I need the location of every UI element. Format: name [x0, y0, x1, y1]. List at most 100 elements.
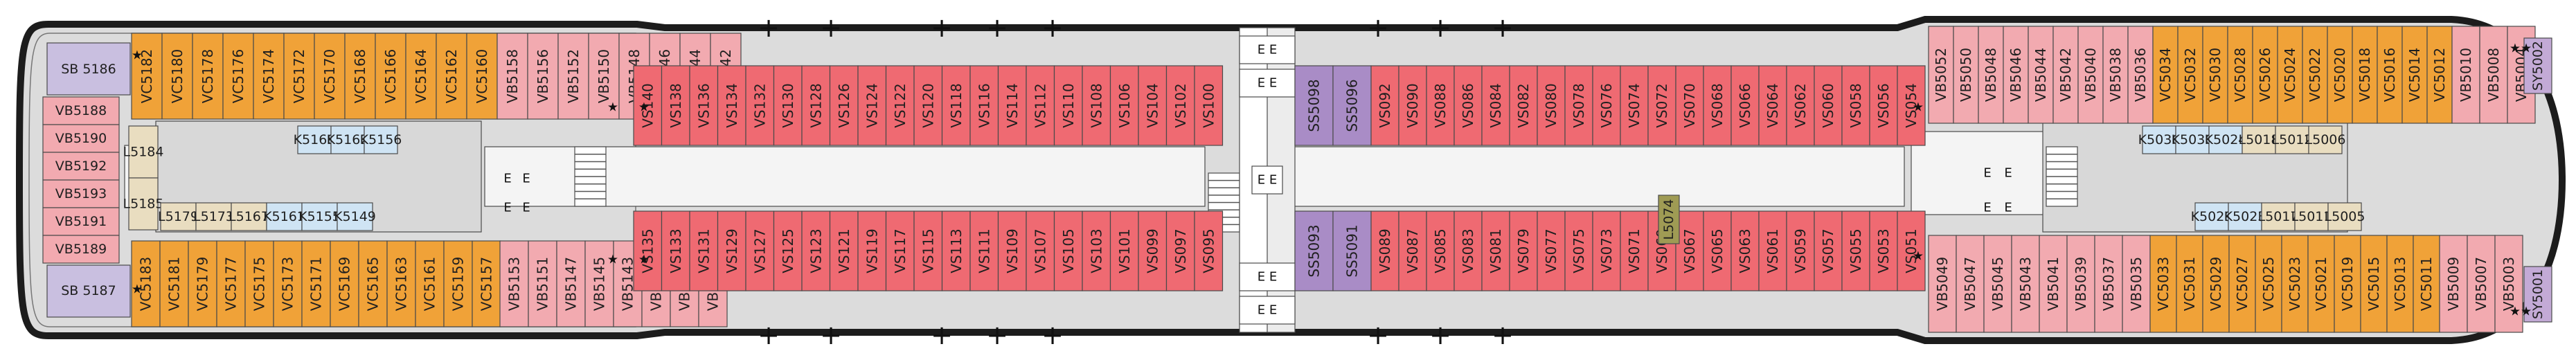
cabin-number: VS076 — [1598, 83, 1615, 128]
cabin-number: VS055 — [1848, 228, 1864, 273]
cabin-vc5011 — [2413, 235, 2440, 333]
cabin-vs068 — [1703, 65, 1732, 146]
cabin-vs114 — [997, 65, 1027, 146]
cabin-number: VS126 — [836, 83, 852, 128]
cabin-number: K5024 — [2205, 132, 2247, 147]
cabin-number: VB5040 — [2082, 48, 2099, 102]
cabin-vs097 — [1165, 210, 1195, 291]
cabin-number: VS079 — [1515, 228, 1532, 273]
cabin-number: VS074 — [1626, 83, 1643, 128]
star-icon: ★★ — [2510, 305, 2532, 319]
cabin-k5029 — [2194, 202, 2229, 231]
cabin-number: VS083 — [1460, 228, 1476, 273]
cabin-vs079 — [1509, 210, 1538, 291]
cabin-number: VC5180 — [169, 49, 186, 104]
cabin-number: VS051 — [1903, 228, 1920, 273]
cabin-number: VB5156 — [535, 49, 551, 103]
cabin-number: VS090 — [1404, 83, 1421, 128]
cabin-number: VS129 — [724, 228, 740, 273]
cabin-vs067 — [1675, 210, 1704, 291]
cabin-number: VB5036 — [2132, 48, 2149, 102]
elevator-icon: E E — [1258, 270, 1277, 285]
cabin-number: VS070 — [1681, 83, 1698, 128]
cabin-vs112 — [1026, 65, 1055, 146]
cabin-vs117 — [885, 210, 915, 291]
cabin-vc5172 — [283, 33, 315, 120]
cabin-vs118 — [941, 65, 971, 146]
cabin-vc5160 — [466, 33, 498, 120]
cabin-vs115 — [913, 210, 943, 291]
cabin-vc5181 — [159, 240, 189, 327]
lifeboat-cross-icon: + — [931, 320, 953, 350]
cabin-vb5050 — [1953, 26, 1979, 124]
cabin-number: VC5024 — [2282, 48, 2298, 102]
cabin-number: VB5151 — [535, 257, 551, 311]
cabin-number: VC5175 — [251, 257, 268, 312]
cabin-vb5036 — [2127, 26, 2154, 124]
cabin-number: VS130 — [780, 83, 796, 128]
cabin-number: VS132 — [751, 83, 768, 128]
cabin-number: VS110 — [1060, 83, 1077, 128]
cabin-number: VC5179 — [195, 257, 211, 312]
cabin-number: VB5039 — [2073, 257, 2089, 311]
cabin-vs116 — [969, 65, 999, 146]
cabin-number: K5149 — [334, 209, 376, 224]
cabin-vc5026 — [2252, 26, 2278, 124]
cabin-ss5096 — [1332, 65, 1372, 146]
lifeboat-cross-icon: + — [1367, 320, 1389, 350]
cabin-vs086 — [1454, 65, 1483, 146]
cabin-vb5151 — [528, 240, 557, 327]
cabin-number: VS118 — [948, 83, 965, 128]
cabin-vs107 — [1026, 210, 1055, 291]
cabin-number: K5155 — [298, 209, 341, 224]
elevator-icon: E — [522, 172, 530, 186]
aft-inner-border — [28, 33, 636, 327]
cabin-number: VS116 — [976, 83, 992, 128]
cabin-sy5001 — [2523, 266, 2552, 323]
cabin-vb5009 — [2439, 235, 2468, 333]
cabin-number: L5173 — [193, 209, 234, 224]
star-icon: ★ — [1913, 100, 1924, 115]
cabin-number: VC5165 — [365, 257, 382, 312]
cabin-number: VB5041 — [2045, 257, 2061, 311]
cabin-number: VS087 — [1404, 228, 1421, 273]
cabin-vc5033 — [2149, 235, 2177, 333]
cabin-number: L5018 — [2239, 132, 2280, 147]
cabin-number: VB5048 — [1983, 48, 1999, 102]
cabin-vs064 — [1758, 65, 1787, 146]
cabin-ss5093 — [1294, 210, 1334, 291]
cabin-number: K5161 — [263, 209, 305, 224]
cabin-number: VB5035 — [2128, 257, 2145, 311]
cabin-number: VS112 — [1032, 83, 1048, 128]
lifeboat-cross-icon: + — [820, 12, 842, 43]
cabin-number: VS131 — [695, 228, 712, 273]
cabin-vs095 — [1194, 210, 1224, 291]
elevator-icon: E — [1983, 201, 1991, 215]
cabin-number: L5012 — [2272, 132, 2313, 147]
cabin-number: L5005 — [2325, 209, 2365, 224]
cabin-vs078 — [1564, 65, 1593, 146]
cabin-number: VB5010 — [2458, 48, 2474, 102]
star-icon: ★ — [132, 48, 143, 63]
star-icon: ★ — [607, 253, 618, 267]
cabin-number: K5036 — [2138, 132, 2181, 147]
cabin-number: VB5190 — [55, 131, 107, 146]
cabin-vc5178 — [192, 33, 224, 120]
cabin-number: VS080 — [1543, 83, 1559, 128]
cabin-number: VS097 — [1172, 228, 1189, 273]
cabin-vc5166 — [375, 33, 406, 120]
cabin-l5167 — [231, 202, 267, 231]
cabin-vs138 — [661, 65, 690, 146]
cabin-number: VB5052 — [1933, 48, 1949, 102]
cabin-vs055 — [1841, 210, 1870, 291]
cabin-number: VS068 — [1709, 83, 1726, 128]
cabin-vs101 — [1109, 210, 1139, 291]
elevator-bank — [1251, 165, 1283, 195]
cabin-number: VC5183 — [138, 257, 154, 312]
cabin-number: VC5174 — [260, 49, 277, 104]
lifeboat-cross-icon: + — [1429, 12, 1451, 43]
cabin-l5012 — [2275, 125, 2309, 154]
cabin-number: VB5050 — [1958, 48, 1974, 102]
cabin-vc5164 — [405, 33, 437, 120]
cabin-k5162 — [330, 125, 365, 154]
